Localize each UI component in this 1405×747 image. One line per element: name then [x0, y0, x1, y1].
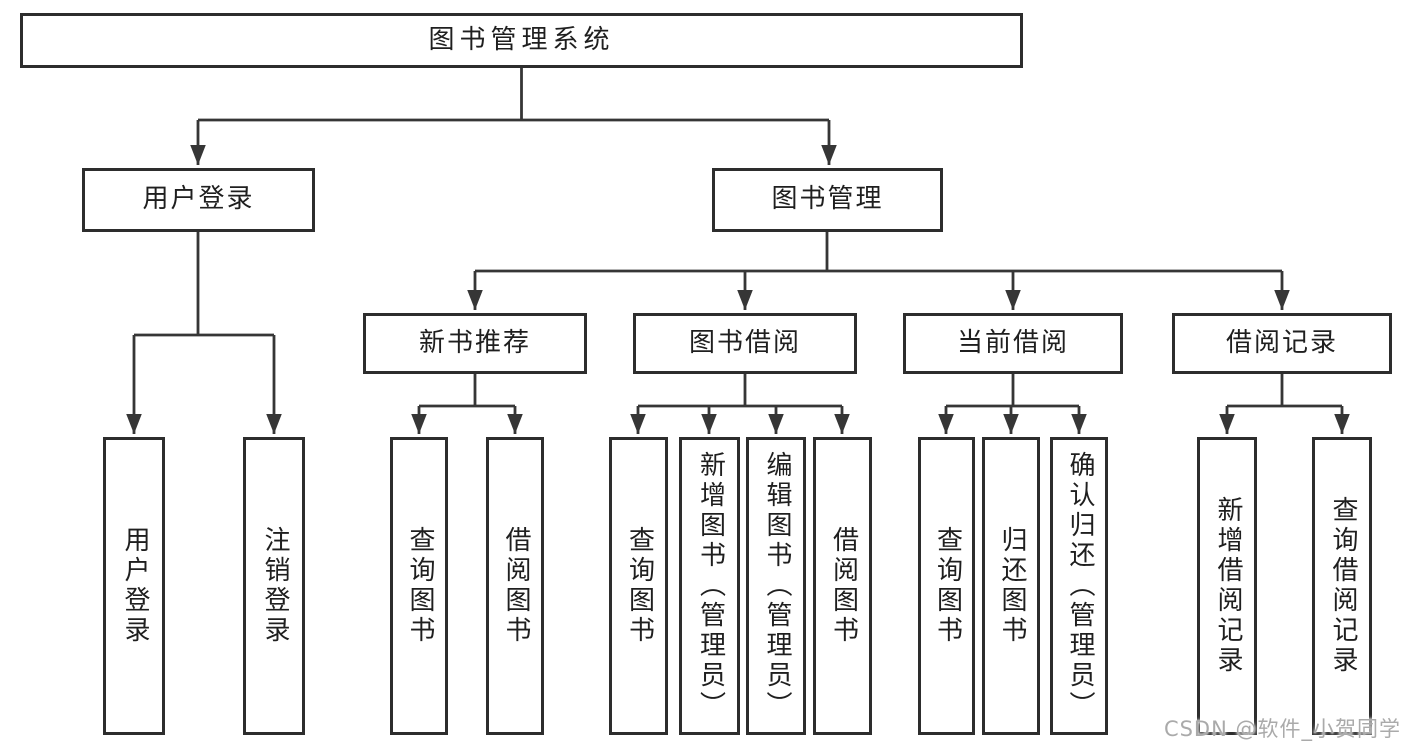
node-new-book-recommendation: 新书推荐 — [363, 313, 587, 374]
connector-new-book-branch — [411, 374, 523, 435]
leaf-edit-books-admin: 编辑图书（管理员） — [746, 437, 806, 735]
connector-book-mgmt-branch — [467, 232, 1290, 311]
connector-root-to-level2 — [190, 68, 837, 166]
leaf-logout: 注销登录 — [243, 437, 305, 735]
leaf-borrow-books-recommend: 借阅图书 — [486, 437, 544, 735]
csdn-watermark: CSDN @软件_小贺同学 — [1163, 717, 1401, 741]
node-borrowing-records: 借阅记录 — [1172, 313, 1392, 374]
leaf-query-books-current: 查询图书 — [918, 437, 975, 735]
node-book-management: 图书管理 — [712, 168, 943, 232]
node-current-borrowing: 当前借阅 — [903, 313, 1123, 374]
leaf-confirm-return-admin: 确认归还（管理员） — [1050, 437, 1108, 735]
leaf-borrow-books: 借阅图书 — [813, 437, 872, 735]
connector-book-borrow-branch — [630, 374, 850, 435]
leaf-query-books-recommend: 查询图书 — [390, 437, 448, 735]
node-library-system: 图书管理系统 — [20, 13, 1023, 68]
leaf-return-books: 归还图书 — [982, 437, 1040, 735]
connector-current-borrow-branch — [938, 374, 1087, 435]
leaf-query-books-borrow: 查询图书 — [609, 437, 668, 735]
connector-user-login-branch — [126, 232, 282, 435]
leaf-add-borrow-record: 新增借阅记录 — [1197, 437, 1257, 735]
node-book-borrowing: 图书借阅 — [633, 313, 857, 374]
leaf-add-books-admin: 新增图书（管理员） — [679, 437, 740, 735]
connector-borrow-record-branch — [1219, 374, 1350, 435]
leaf-query-borrow-record: 查询借阅记录 — [1312, 437, 1372, 735]
node-user-login: 用户登录 — [82, 168, 315, 232]
leaf-user-login: 用户登录 — [103, 437, 165, 735]
